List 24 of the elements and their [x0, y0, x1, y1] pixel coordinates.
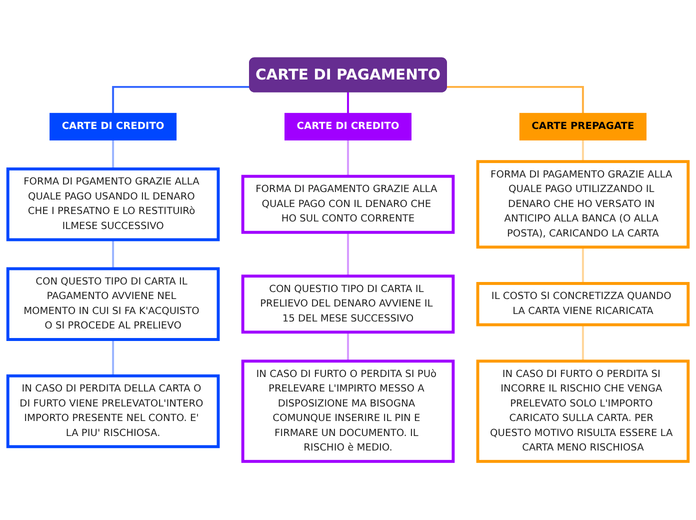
node-box: IN CASO DI FURTO O PERDITA SI INCORRE IL RISCHIO CHE VENGA PRELEVATO SOLO L'IMPORTO CARICATO SULLA CARTA. PER QUESTO MOTIVO RISULTA ESSERE LA CARTA MENO RISCHIOSA: [476, 360, 690, 464]
node-box: IN CASO DI FURTO O PERDITA SI PUò PRELEVARE L'IMPIRTO MESSO A DISPOSIZIONE MA BISOGNA COMUNQUE INSERIRE IL PIN E FIRMARE UN DOCUMENTO. IL RISCHIO è MEDIO.: [241, 360, 455, 464]
node-box: FORMA DI PAGAMENTO GRAZIE ALLA QUALE PAGO UTILIZZANDO IL DENARO CHE HO VERSATO IN ANTICIPO ALLA BANCA (O ALLA POSTA), CARICANDO LA CARTA: [476, 160, 690, 249]
node-box: CARTE DI CREDITO: [50, 113, 177, 141]
node-box: FORMA DI PAGAMENTO GRAZIE ALLA QUALE PAGO CON IL DENARO CHE HO SUL CONTO CORRENTE: [241, 175, 455, 234]
connector: [112, 239, 114, 270]
connector: [347, 139, 349, 177]
connector: [347, 92, 350, 114]
node-box: IL COSTO SI CONCRETIZZA QUANDO LA CARTA VIENE RICARICATA: [476, 282, 690, 327]
node-box: CON QUESTO TIPO DI CARTA IL PAGAMENTO AVVIENE NEL MOMENTO IN CUI SI FA K'ACQUISTO O SI PROCEDE AL PRELIEVO: [6, 268, 220, 342]
node-box: CARTE DI CREDITO: [284, 113, 412, 141]
connector: [446, 86, 584, 114]
connector: [582, 139, 584, 162]
connector: [582, 246, 584, 284]
connector: [347, 232, 349, 276]
node-box: CARTE PREPAGATE: [519, 113, 646, 141]
connector: [112, 338, 114, 376]
node-box: IN CASO DI PERDITA DELLA CARTA O DI FURTO VIENE PRELEVATOL'INTERO IMPORTO PRESENTE NEL CONTO. E' LA PIU' RISCHIOSA.: [6, 374, 220, 448]
connector: [347, 332, 349, 362]
node-box: FORMA DI PGAMENTO GRAZIE ALLA QUALE PAGO USANDO IL DENARO CHE I PRESATNO E LO RESTITUIRò ILMESE SUCCESSIVO: [6, 168, 220, 242]
connector: [112, 139, 114, 170]
connector: [582, 324, 584, 362]
connector: [112, 86, 250, 114]
node-box: CON QUESTIO TIPO DI CARTA IL PRELIEVO DEL DENARO AVVIENE IL 15 DEL MESE SUCCESSIVO: [241, 274, 455, 334]
